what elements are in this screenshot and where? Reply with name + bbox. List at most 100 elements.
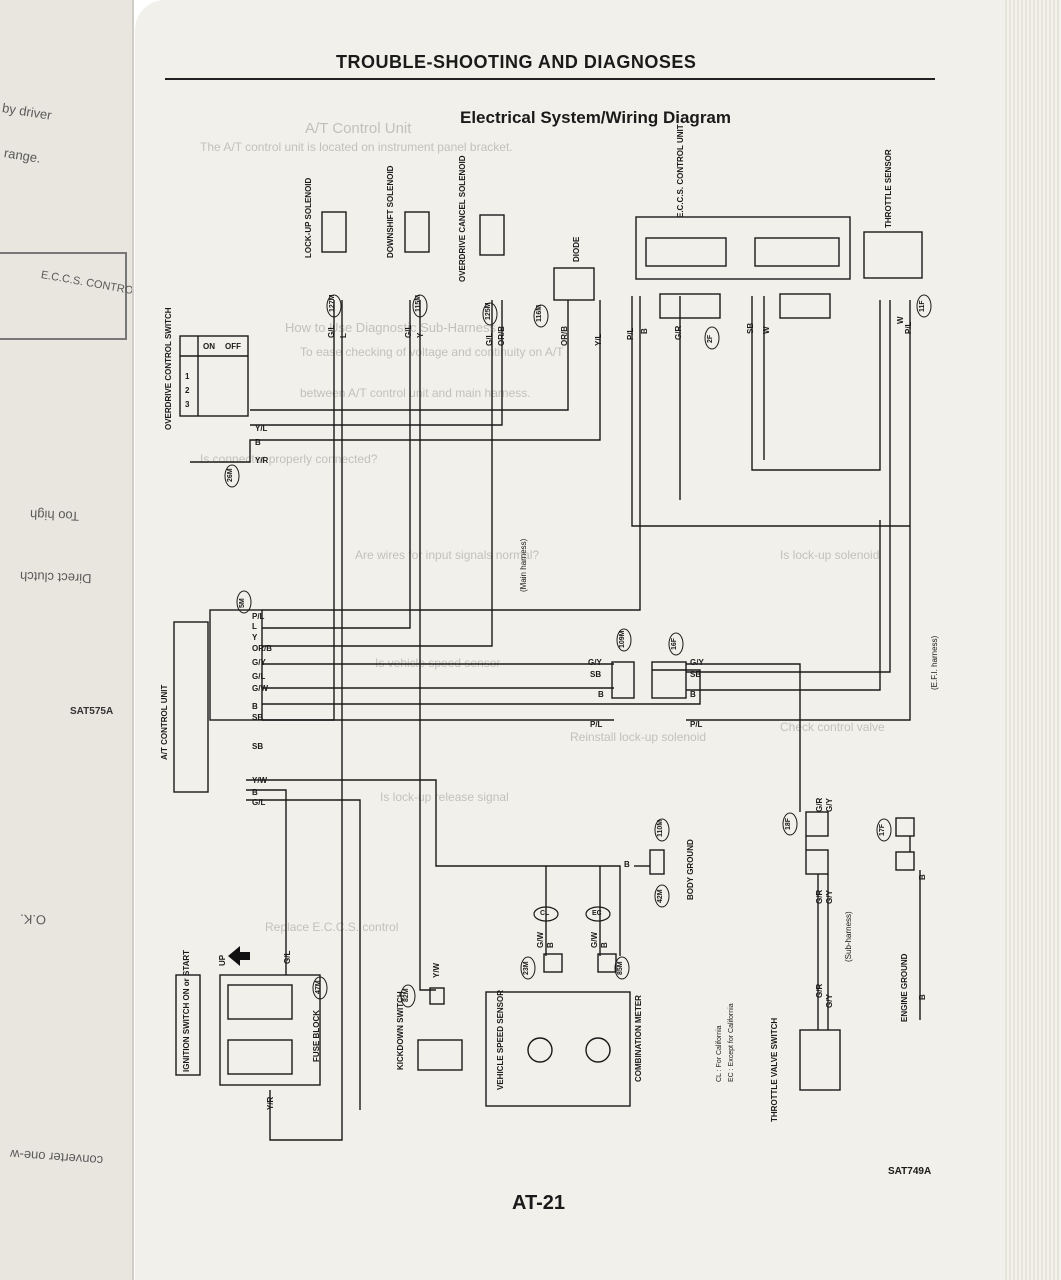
wire-label-l: L [252, 622, 257, 631]
wire-label-sb: SB [252, 742, 264, 751]
wire-label-gy: G/Y [588, 658, 602, 667]
ec-circle [585, 906, 611, 922]
wire-label-pl: P/L [690, 720, 703, 729]
left-page: by driver range. E.C.C.S. CONTROL UNIT T… [0, 0, 134, 1280]
ghost-text: Check control valve [780, 720, 885, 734]
left-figure-code: SAT575A [70, 706, 114, 717]
od-switch-table [179, 335, 249, 417]
at-unit-box [173, 621, 209, 793]
wire-label-pl: P/L [590, 720, 603, 729]
connector-109M: 109M [619, 630, 626, 648]
conn-82M [429, 987, 445, 1005]
downshift-solenoid-symbol [404, 211, 430, 253]
wire-label-yw: Y/W [252, 776, 268, 785]
wire-label-b: B [598, 690, 604, 699]
throttle-valve-label: THROTTLE VALVE SWITCH [770, 1017, 779, 1122]
wire-label-b: B [624, 860, 630, 869]
wire-label-gy: G/Y [825, 994, 834, 1008]
cl-circle [533, 906, 559, 922]
wire-label-gr: G/R [815, 983, 824, 998]
cl-marker: CL [540, 910, 550, 917]
connector-116M: 116M [536, 304, 543, 322]
wire-label-gl: G/L [327, 324, 336, 338]
connector-11F: 11F [919, 300, 926, 312]
kickdown-label: KICKDOWN SWITCH [396, 991, 405, 1070]
connector-26M: 26M [227, 468, 234, 482]
conn-23M [543, 953, 563, 973]
legend-ec: EC : Except for California [728, 1003, 735, 1082]
left-box [0, 252, 127, 340]
wire-label-gl: G/L [485, 332, 494, 346]
wire-label-b: B [546, 942, 555, 948]
fuse-block-box [219, 974, 321, 1086]
wire-label-gy: G/Y [825, 798, 834, 812]
conn-110M [649, 849, 665, 875]
wire-label-b: B [918, 994, 927, 1000]
throttle-sensor-box [863, 231, 923, 279]
combination-meter-box [485, 991, 631, 1107]
lockup-solenoid-symbol [321, 211, 347, 253]
connector-17F: 17F [879, 823, 886, 836]
ghost-text: Is lock-up solenoid [780, 548, 880, 562]
switch-row-1: 1 [185, 372, 190, 381]
ghost-text: To ease checking of voltage and continui… [300, 345, 564, 359]
wire-label-yr: Y/R [266, 1096, 275, 1110]
switch-row-2: 2 [185, 386, 190, 395]
wire-label-w: W [762, 326, 771, 334]
at-unit-label: A/T CONTROL UNIT [160, 684, 169, 760]
diagram-title: Electrical System/Wiring Diagram [460, 108, 732, 127]
ignition-box [175, 974, 201, 1076]
ghost-text: How to Use Diagnostic Sub-Harness [285, 320, 496, 335]
diode-symbol [553, 267, 595, 301]
page-edge [1005, 0, 1061, 1280]
conn-16F [651, 661, 687, 699]
main-harness-label: (Main harness) [519, 538, 528, 592]
wire-label-yw: Y/W [432, 962, 441, 978]
vss-label: VEHICLE SPEED SENSOR [496, 989, 505, 1090]
od-switch-label: OVERDRIVE CONTROL SWITCH [164, 307, 173, 430]
connector-125M: 125M [485, 302, 492, 320]
wire-label-b: B [918, 874, 927, 880]
wire-label-b: B [252, 788, 258, 797]
wire-label-l: L [339, 333, 348, 338]
eccs-label: E.C.C.S. CONTROL UNIT [676, 124, 685, 218]
wire-label-gr: G/R [674, 325, 683, 340]
efi-harness-label: (E.F.I. harness) [930, 635, 939, 690]
sub-harness-label: (Sub-harness) [844, 911, 853, 962]
wire-label-y: Y [252, 633, 258, 642]
wire-label-orb: OR/B [497, 326, 506, 346]
wire-label-yl: Y/L [594, 333, 603, 346]
wire-label-gw: G/W [252, 684, 268, 693]
wire-label-b: B [252, 702, 258, 711]
wire-label-sb: SB [746, 322, 755, 334]
wire-label-b: B [600, 942, 609, 948]
figure-code: SAT749A [888, 1166, 932, 1177]
ghost-text: The A/T control unit is located on instr… [200, 140, 513, 154]
throttle-sensor-label: THROTTLE SENSOR [884, 149, 893, 228]
wire-label-gl: G/L [252, 672, 266, 681]
wire-label-gl: G/L [404, 324, 413, 338]
connector-2F: 2F [707, 334, 714, 343]
body-ground-label: BODY GROUND [686, 839, 695, 900]
conn-109M [611, 661, 635, 699]
connector-82M: 82M [403, 988, 410, 1002]
wire-label-b: B [690, 690, 696, 699]
wire-label-gw: G/W [590, 932, 599, 948]
wire-label-sb: SB [252, 713, 264, 722]
wire-label-gl: G/L [252, 798, 266, 807]
ghost-text: A/T Control Unit [305, 120, 412, 137]
up-label: UP [218, 954, 227, 966]
wire-label-gy: G/Y [825, 890, 834, 904]
wire-label-pl: P/L [252, 612, 265, 621]
wire-label-pl: P/L [904, 321, 913, 334]
switch-on-label: ON [203, 342, 215, 351]
diode-label: DIODE [572, 236, 581, 262]
connector-47M: 47M [315, 980, 322, 994]
lockup-solenoid-label: LOCK-UP SOLENOID [304, 177, 313, 258]
wire-label-gl: G/L [283, 950, 292, 964]
ghost-text: Reinstall lock-up solenoid [570, 730, 707, 744]
conn-18F [805, 811, 829, 837]
wire-label-gr: G/R [815, 797, 824, 812]
kickdown-symbol [417, 1039, 463, 1071]
right-page [135, 0, 1021, 1280]
